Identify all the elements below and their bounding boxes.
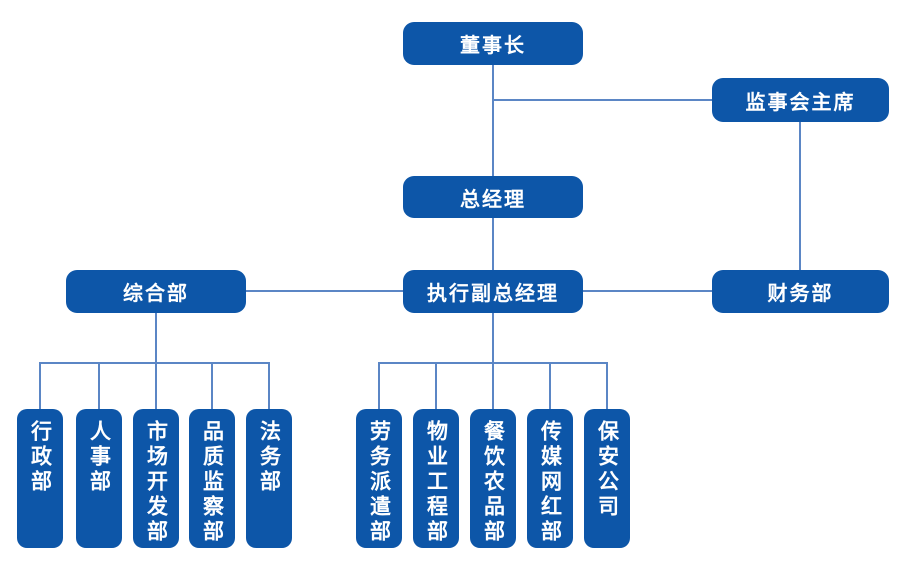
connector-stub-right-5 bbox=[606, 362, 608, 409]
connector-chairman-to-general-manager bbox=[492, 65, 494, 176]
node-labor-dispatch-department: 劳务派遣部 bbox=[356, 409, 402, 548]
connector-stub-left-3 bbox=[155, 362, 157, 409]
node-executive-deputy-general-manager-label: 执行副总经理 bbox=[427, 281, 559, 305]
node-market-development-department-label: 市场开发部 bbox=[144, 420, 169, 545]
node-administration-department-label: 行政部 bbox=[28, 420, 53, 495]
connector-stub-right-2 bbox=[435, 362, 437, 409]
node-property-engineering-department: 物业工程部 bbox=[413, 409, 459, 548]
connector-executive-down bbox=[492, 313, 494, 364]
node-finance-department-label: 财务部 bbox=[767, 281, 834, 305]
node-finance-department: 财务部 bbox=[712, 270, 889, 313]
node-property-engineering-department-label: 物业工程部 bbox=[424, 420, 449, 545]
node-supervisory-board-chairman: 监事会主席 bbox=[712, 78, 889, 122]
node-general-manager-label: 总经理 bbox=[460, 186, 526, 211]
connector-branch-to-supervisory-chairman bbox=[492, 99, 712, 101]
node-security-company: 保安公司 bbox=[584, 409, 630, 548]
connector-stub-left-5 bbox=[268, 362, 270, 409]
connector-general-manager-to-executive bbox=[492, 218, 494, 270]
node-hr-department: 人事部 bbox=[76, 409, 122, 548]
node-executive-deputy-general-manager: 执行副总经理 bbox=[403, 270, 583, 313]
connector-stub-left-4 bbox=[211, 362, 213, 409]
node-catering-agriproducts-department: 餐饮农品部 bbox=[470, 409, 516, 548]
connector-left-distributor bbox=[39, 362, 270, 364]
connector-stub-right-3 bbox=[492, 362, 494, 409]
connector-general-department-down bbox=[155, 313, 157, 364]
connector-stub-right-1 bbox=[378, 362, 380, 409]
node-market-development-department: 市场开发部 bbox=[133, 409, 179, 548]
connector-executive-to-finance bbox=[583, 290, 712, 292]
node-media-influencer-department-label: 传媒网红部 bbox=[538, 420, 563, 545]
node-legal-department-label: 法务部 bbox=[257, 420, 282, 495]
connector-stub-left-1 bbox=[39, 362, 41, 409]
node-hr-department-label: 人事部 bbox=[87, 420, 112, 495]
node-chairman-label: 董事长 bbox=[460, 33, 526, 57]
node-labor-dispatch-department-label: 劳务派遣部 bbox=[367, 420, 392, 545]
node-catering-agriproducts-department-label: 餐饮农品部 bbox=[481, 420, 506, 545]
node-legal-department: 法务部 bbox=[246, 409, 292, 548]
connector-stub-left-2 bbox=[98, 362, 100, 409]
node-quality-supervision-department-label: 品质监察部 bbox=[200, 420, 225, 545]
node-general-department: 综合部 bbox=[66, 270, 246, 313]
connector-stub-right-4 bbox=[549, 362, 551, 409]
node-chairman: 董事长 bbox=[403, 22, 583, 65]
connector-supervisory-chairman-to-finance bbox=[799, 122, 801, 270]
node-administration-department: 行政部 bbox=[17, 409, 63, 548]
node-security-company-label: 保安公司 bbox=[595, 420, 620, 520]
node-quality-supervision-department: 品质监察部 bbox=[189, 409, 235, 548]
connector-general-department-to-executive bbox=[246, 290, 403, 292]
node-general-manager: 总经理 bbox=[403, 176, 583, 218]
node-supervisory-board-chairman-label: 监事会主席 bbox=[745, 89, 856, 114]
node-media-influencer-department: 传媒网红部 bbox=[527, 409, 573, 548]
node-general-department-label: 综合部 bbox=[123, 281, 189, 305]
